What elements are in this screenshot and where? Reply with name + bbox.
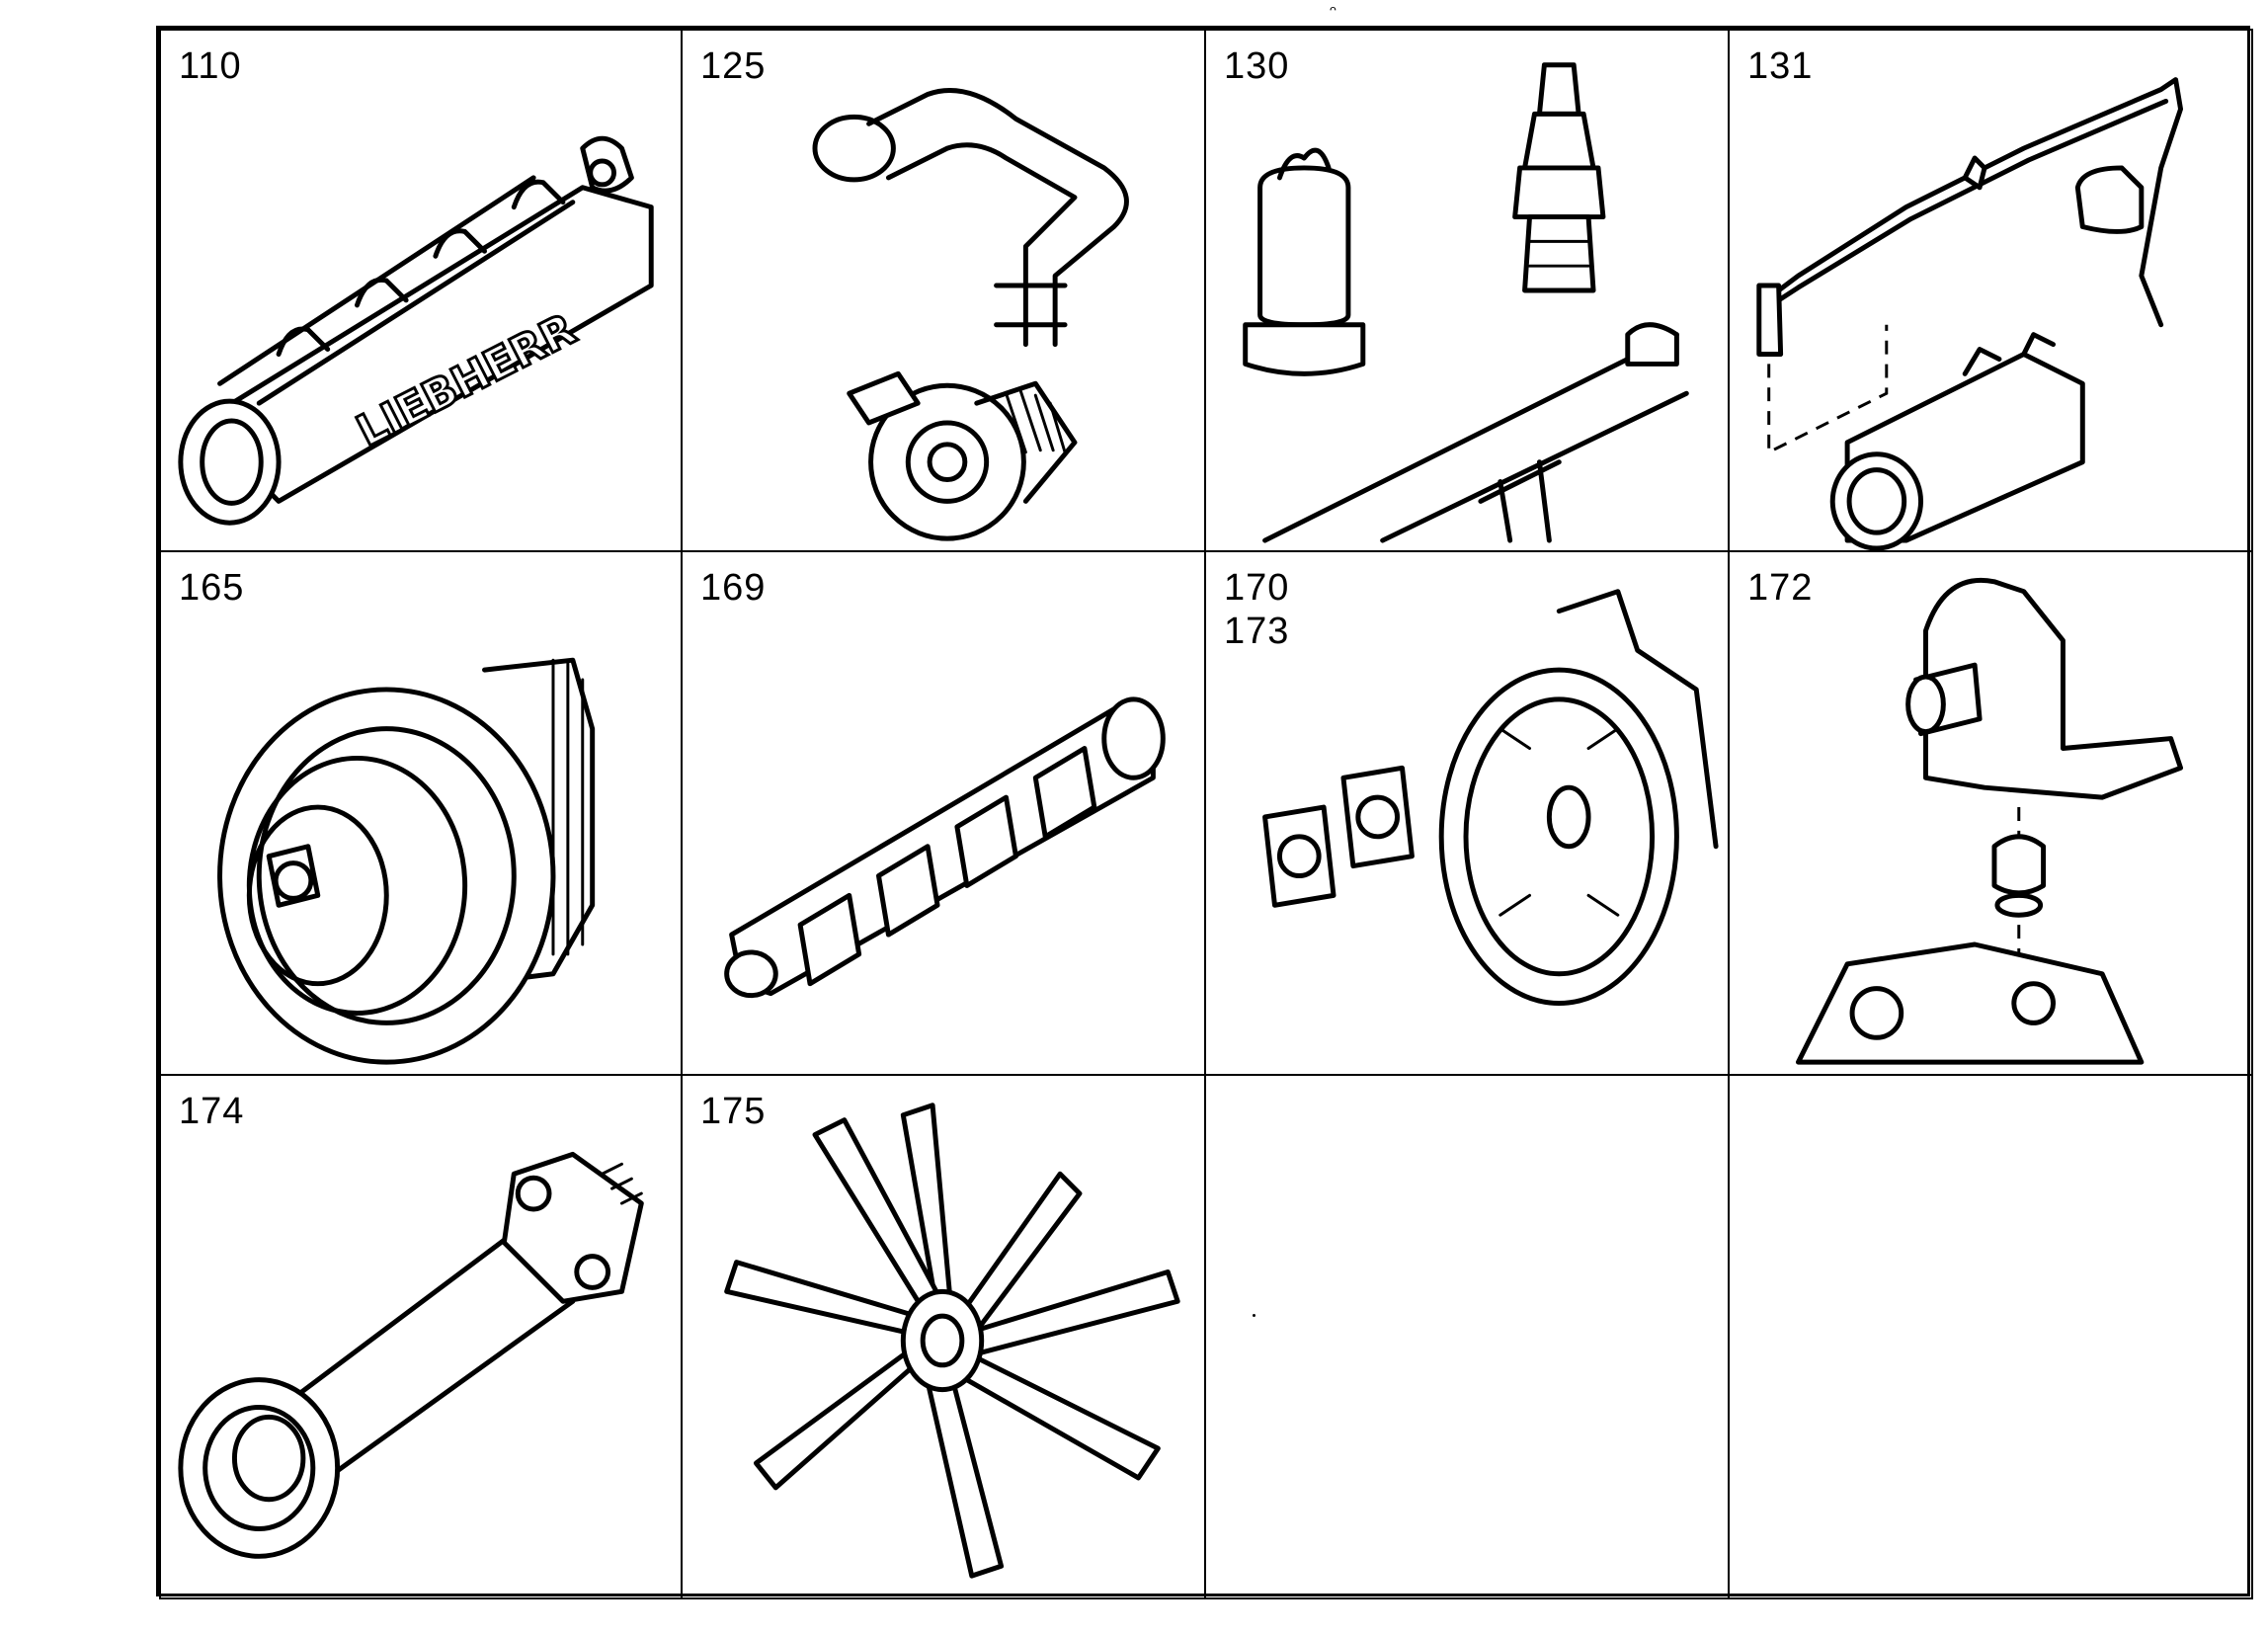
part-number: 165 bbox=[179, 567, 245, 609]
cell-empty-2 bbox=[1728, 1074, 2253, 1599]
cell-175[interactable]: 175 bbox=[681, 1074, 1206, 1599]
fuel-line-illustration bbox=[1756, 77, 2184, 550]
cell-165[interactable]: 165 bbox=[159, 550, 683, 1076]
cell-174[interactable]: 174 bbox=[159, 1074, 683, 1599]
part-number: 175 bbox=[700, 1091, 767, 1132]
part-number: 131 bbox=[1747, 45, 1814, 87]
cell-170-173[interactable]: 170 173 bbox=[1204, 550, 1730, 1076]
drive-shaft-illustration bbox=[178, 1151, 644, 1559]
part-number: 169 bbox=[700, 567, 767, 609]
cell-125[interactable]: 125 bbox=[681, 29, 1206, 552]
parts-grid: 110 LIEBHERR 125 bbox=[156, 26, 2253, 1599]
part-number: 172 bbox=[1747, 567, 1814, 609]
stray-mark: ᵔ bbox=[1330, 2, 1336, 22]
part-number: 125 bbox=[700, 45, 767, 87]
intake-manifold-illustration: LIEBHERR bbox=[178, 135, 654, 526]
liebherr-logo: LIEBHERR bbox=[349, 304, 584, 457]
turbocharger-hose-illustration bbox=[812, 87, 1129, 541]
cell-empty-1 bbox=[1204, 1074, 1730, 1599]
cell-130[interactable]: 130 bbox=[1204, 29, 1730, 552]
part-number: 110 bbox=[179, 45, 242, 87]
cell-169[interactable]: 169 bbox=[681, 550, 1206, 1076]
exhaust-manifold-illustration bbox=[724, 696, 1166, 999]
part-number: 130 bbox=[1224, 45, 1290, 87]
cell-172[interactable]: 172 bbox=[1728, 550, 2253, 1076]
flywheel-housing-illustration bbox=[1262, 589, 1719, 1007]
speck bbox=[1253, 1314, 1256, 1317]
sensor-injector-illustration bbox=[1243, 62, 1689, 543]
pulley-damper-illustration bbox=[217, 657, 596, 1065]
part-number: 174 bbox=[179, 1091, 245, 1132]
cell-110[interactable]: 110 LIEBHERR bbox=[159, 29, 683, 552]
cell-131[interactable]: 131 bbox=[1728, 29, 2253, 552]
part-number: 170 173 bbox=[1224, 567, 1290, 652]
fan-blade-illustration bbox=[724, 1103, 1180, 1579]
thermostat-housing-illustration bbox=[1795, 577, 2184, 1065]
